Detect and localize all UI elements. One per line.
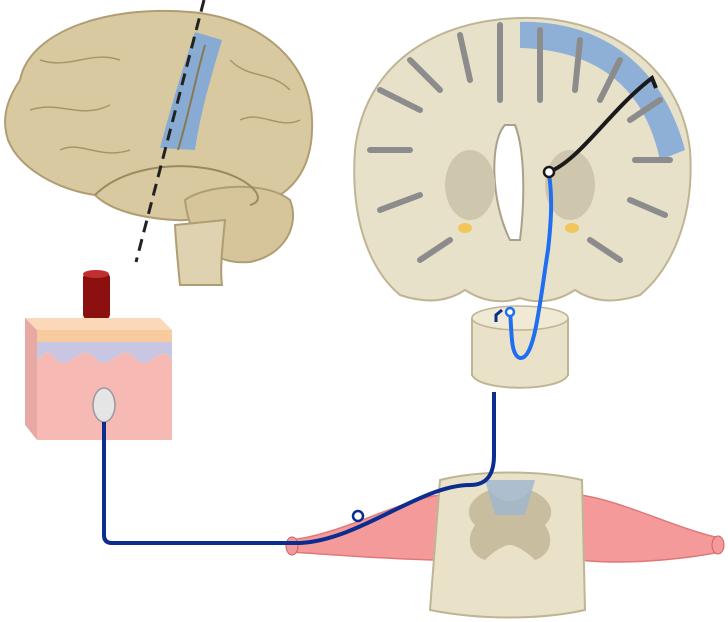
- skin-block: [25, 270, 172, 440]
- right-nerve-root: [579, 494, 721, 563]
- central-sulcus: [177, 44, 206, 151]
- cortex-blue: [520, 21, 685, 160]
- third-order-neuron: [548, 74, 658, 174]
- medulla-section: [471, 305, 569, 389]
- mechanoreceptor: [92, 387, 116, 423]
- spinal-cord-section: [285, 471, 725, 619]
- first-order-neuron: [102, 392, 496, 545]
- coronal-brain-section: [353, 16, 692, 303]
- dorsal-column: [485, 480, 535, 515]
- left-nerve-root: [289, 494, 441, 561]
- lateral-brain: [4, 0, 314, 286]
- gray-matter: [468, 490, 552, 560]
- dorsal-root-ganglion: [351, 509, 365, 523]
- ventricles: [493, 124, 525, 241]
- brainstem: [173, 218, 227, 286]
- somatosensory-cortex: [160, 32, 222, 150]
- thalamus: [445, 150, 495, 220]
- second-order-neuron: [508, 173, 554, 360]
- section-plane-line: [134, 0, 206, 263]
- pressure-stimulus: [83, 272, 110, 320]
